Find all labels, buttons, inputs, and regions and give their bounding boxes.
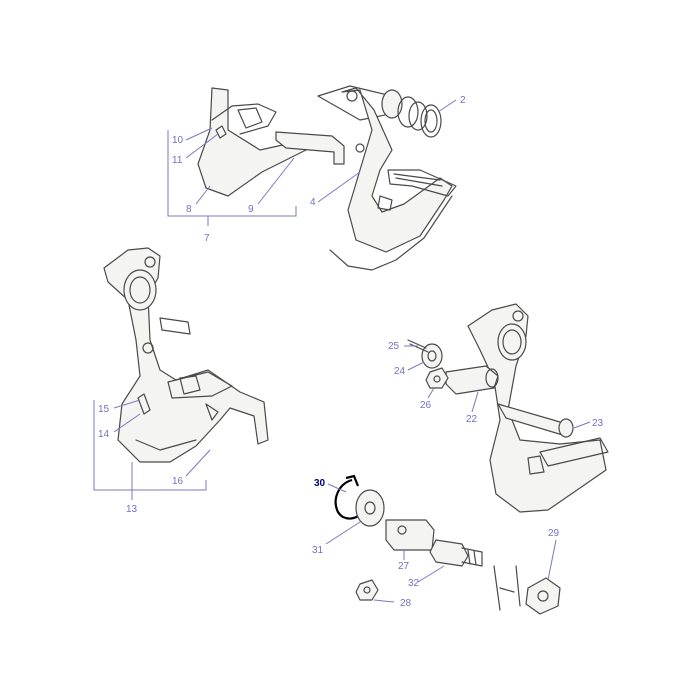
top-pedal-assembly (197, 85, 457, 271)
callout-11[interactable]: 11 (172, 155, 183, 166)
callout-labels: 2 10 11 8 9 4 7 15 14 16 13 25 24 26 22 … (98, 95, 604, 609)
callout-10[interactable]: 10 (172, 135, 184, 146)
callout-26[interactable]: 26 (420, 400, 432, 411)
callout-8[interactable]: 8 (186, 204, 192, 215)
left-pedal-assembly (103, 247, 269, 463)
callout-30[interactable]: 30 (314, 478, 326, 489)
callout-24[interactable]: 24 (394, 366, 406, 377)
callout-27[interactable]: 27 (398, 561, 410, 572)
callout-16[interactable]: 16 (172, 476, 184, 487)
callout-2[interactable]: 2 (460, 95, 466, 106)
right-pedal-assembly (407, 303, 609, 513)
callout-23[interactable]: 23 (592, 418, 604, 429)
callout-25[interactable]: 25 (388, 341, 400, 352)
callout-31[interactable]: 31 (312, 545, 324, 556)
callout-7[interactable]: 7 (204, 233, 210, 244)
callout-32[interactable]: 32 (408, 578, 420, 589)
callout-9[interactable]: 9 (248, 204, 254, 215)
lower-parts (334, 474, 561, 615)
callout-22[interactable]: 22 (466, 414, 478, 425)
callout-4[interactable]: 4 (310, 197, 316, 208)
leader-lines (93, 99, 591, 603)
callout-14[interactable]: 14 (98, 429, 110, 440)
callout-29[interactable]: 29 (548, 528, 560, 539)
callout-13[interactable]: 13 (126, 504, 138, 515)
callout-28[interactable]: 28 (400, 598, 412, 609)
callout-15[interactable]: 15 (98, 404, 110, 415)
